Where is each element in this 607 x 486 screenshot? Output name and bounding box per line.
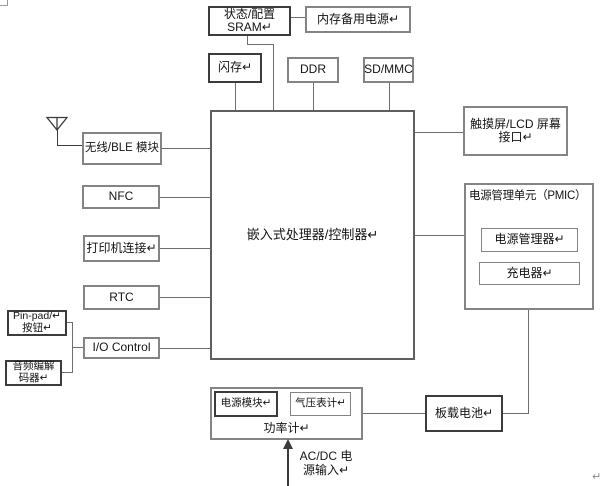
status-config-sram-label: 状态/配置 SRAM↵ [223, 6, 276, 34]
pinpad-buttons-box: Pin-pad/↵ 按钮↵ [7, 310, 67, 336]
charger-label: 充电器↵ [506, 265, 553, 280]
connector-junction-io [72, 347, 83, 348]
embedded-processor-box: 嵌入式处理器/控制器↵ [210, 110, 415, 360]
embedded-processor-label: 嵌入式处理器/控制器↵ [246, 226, 379, 242]
power-meter-label: 功率计↵ [263, 421, 310, 435]
pressure-gauge-box: 气压表计↵ [290, 392, 351, 416]
charger-box: 充电器↵ [479, 262, 580, 285]
audio-codec-label: 音频编解 码器↵ [12, 360, 55, 384]
connector-sram-v1 [247, 36, 248, 45]
acdc-arrow-shaft [287, 448, 289, 486]
connector-flash-processor [235, 83, 236, 110]
onboard-battery-label: 板载电池↵ [434, 405, 494, 420]
connector-processor-pmic [415, 235, 464, 236]
ddr-box: DDR [287, 57, 339, 83]
connector-pinpad-h [67, 322, 73, 323]
status-config-sram-box: 状态/配置 SRAM↵ [208, 6, 291, 36]
connector-antenna-h [57, 145, 83, 146]
touchscreen-lcd-label: 触摸屏/LCD 屏幕 接口↵ [470, 116, 561, 144]
connector-pmic-battery-v [528, 310, 529, 414]
memory-backup-power-box: 内存备用电源↵ [305, 6, 411, 33]
wireless-ble-label: 无线/BLE 模块 [84, 142, 160, 155]
touchscreen-lcd-box: 触摸屏/LCD 屏幕 接口↵ [463, 106, 568, 156]
flash-box: 闪存↵ [208, 53, 262, 83]
rtc-label: RTC [109, 289, 134, 304]
io-control-label: I/O Control [92, 340, 151, 355]
io-control-box: I/O Control [83, 337, 160, 359]
connector-pmic-battery-h [503, 413, 528, 414]
connector-sram-membackup [291, 17, 305, 18]
connector-nfc-processor [160, 197, 210, 198]
connector-sram-processor [273, 44, 274, 110]
connector-audio-h [62, 372, 73, 373]
power-manager-box: 电源管理器↵ [481, 228, 578, 252]
connector-printer-processor [160, 248, 210, 249]
paragraph-mark: ↵ [592, 471, 602, 483]
connector-sdmmc-processor [389, 83, 390, 110]
memory-backup-power-label: 内存备用电源↵ [316, 11, 400, 26]
power-module-box: 电源模块↵ [214, 391, 278, 417]
power-manager-label: 电源管理器↵ [494, 232, 565, 247]
pmic-title: 电源管理单元（PMIC） [469, 190, 587, 202]
nfc-label: NFC [108, 189, 134, 204]
printer-connection-box: 打印机连接↵ [83, 235, 160, 262]
connector-wireless-processor [162, 148, 210, 149]
acdc-input-label: AC/DC 电 源输入↵ [299, 449, 353, 478]
pressure-gauge-label: 气压表计↵ [295, 397, 346, 410]
antenna-icon [45, 116, 69, 132]
connector-rtc-processor [160, 297, 210, 298]
corner-mark-v [7, 0, 8, 6]
connector-meter-battery [363, 413, 425, 414]
connector-processor-lcd [415, 132, 463, 133]
rtc-box: RTC [83, 285, 160, 310]
nfc-box: NFC [82, 185, 160, 209]
onboard-battery-box: 板载电池↵ [425, 395, 503, 432]
connector-io-processor [160, 348, 210, 349]
arrow-up-icon [283, 439, 293, 449]
sdmmc-box: SD/MMC [363, 57, 414, 83]
sdmmc-label: SD/MMC [364, 62, 413, 77]
ddr-label: DDR [300, 62, 326, 77]
wireless-ble-box: 无线/BLE 模块 [82, 132, 162, 165]
connector-ddr-processor [313, 83, 314, 110]
corner-mark-h [0, 5, 8, 6]
power-module-label: 电源模块↵ [220, 397, 272, 410]
connector-antenna-v [57, 130, 58, 146]
printer-connection-label: 打印机连接↵ [86, 240, 157, 255]
audio-codec-box: 音频编解 码器↵ [5, 360, 62, 386]
flash-label: 闪存↵ [217, 60, 253, 75]
pinpad-buttons-label: Pin-pad/↵ 按钮↵ [13, 310, 61, 334]
connector-sram-h1 [247, 44, 274, 45]
